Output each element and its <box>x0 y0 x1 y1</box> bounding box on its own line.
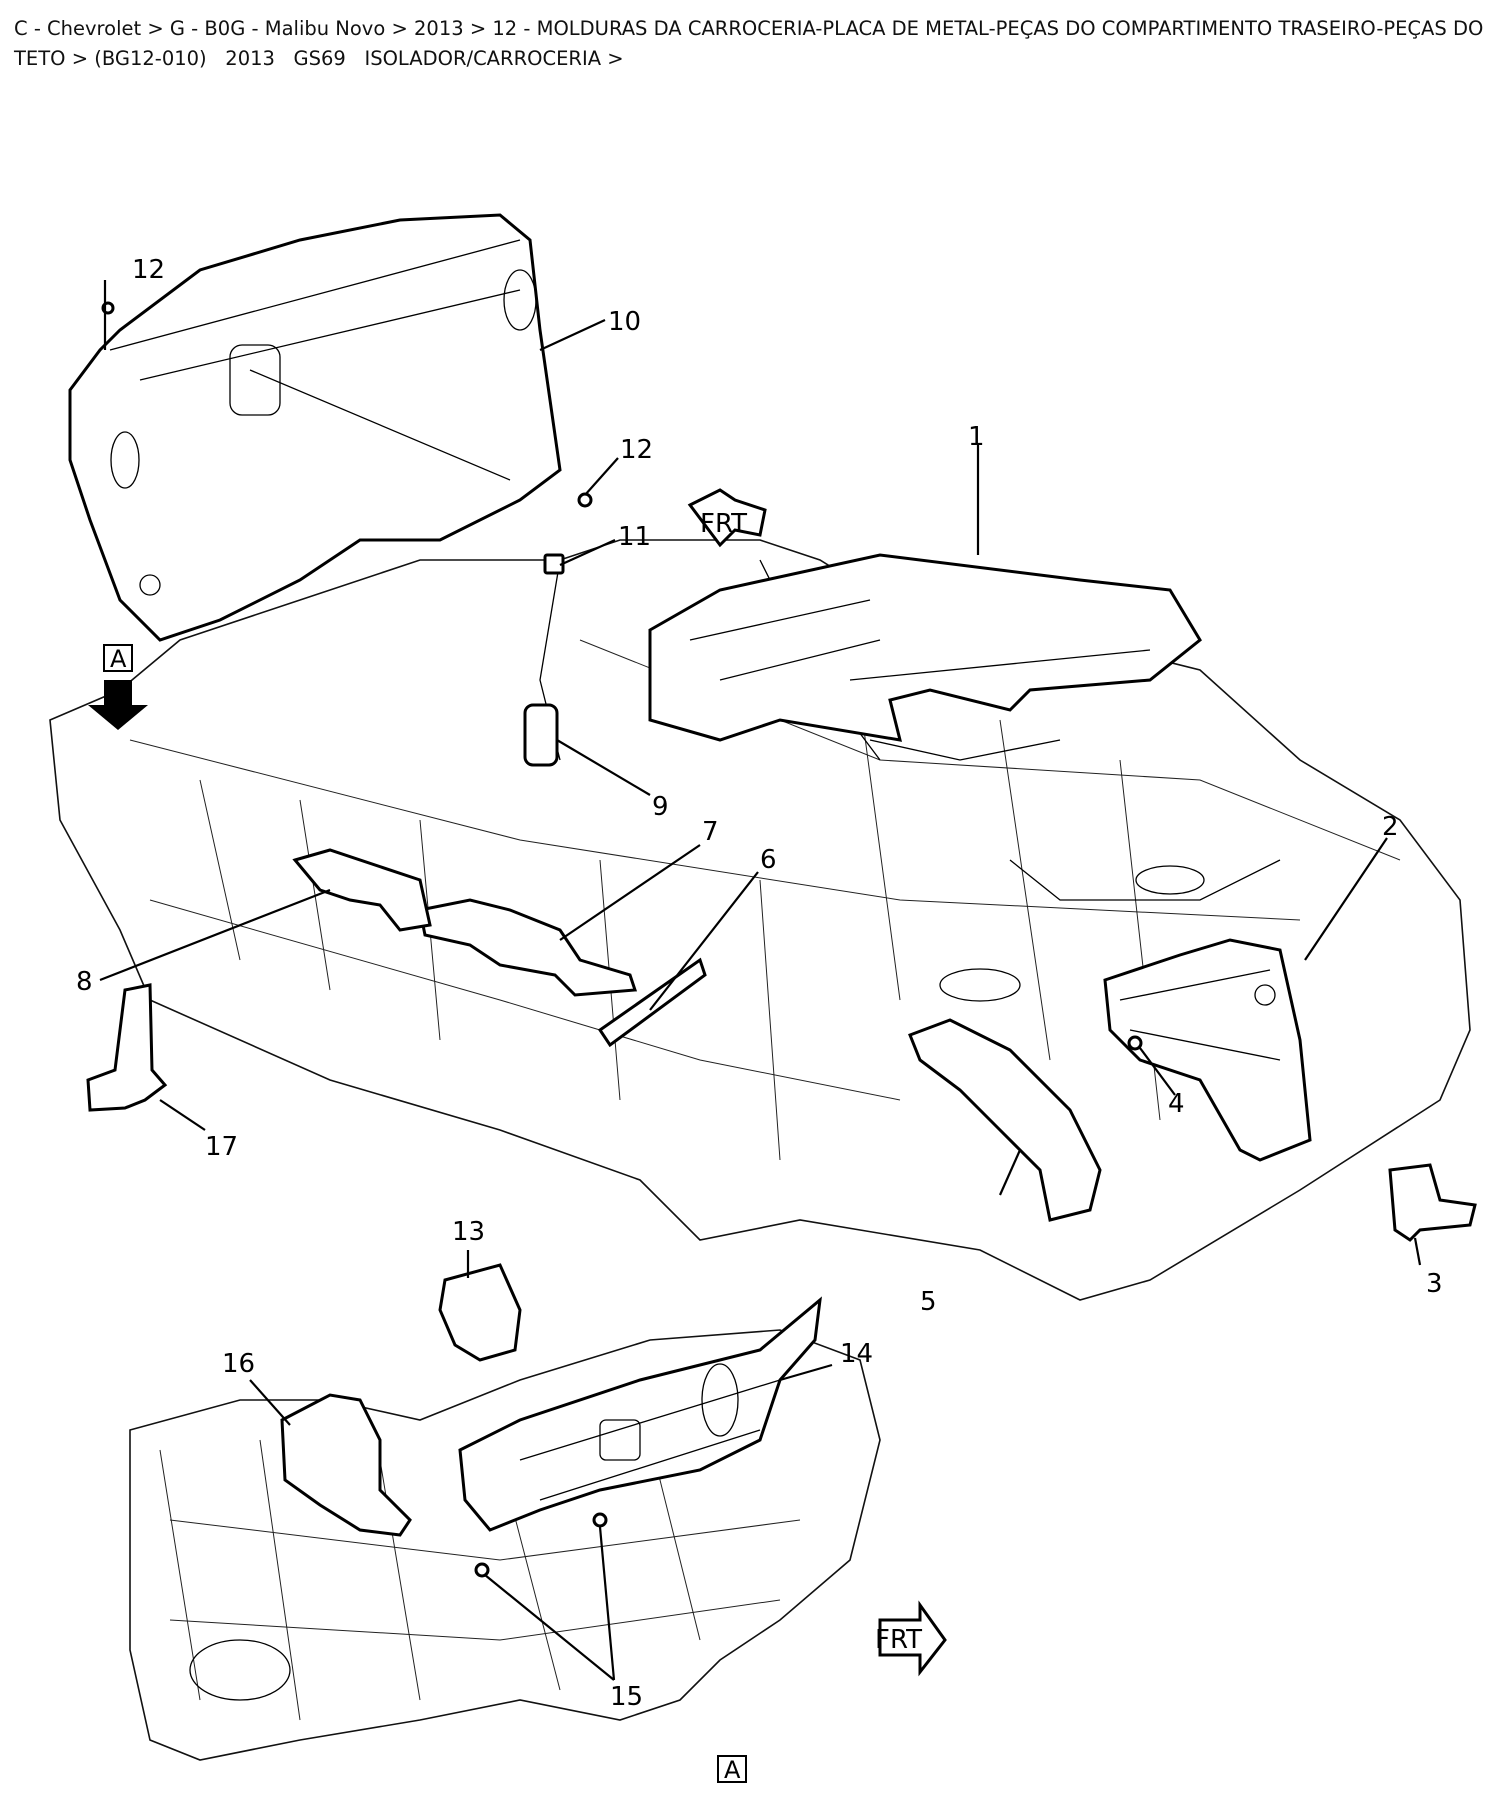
callout-9: 9 <box>652 792 669 822</box>
breadcrumb-path[interactable]: C - Chevrolet > G - B0G - Malibu Novo > … <box>14 17 1484 70</box>
svg-text:A: A <box>724 1756 741 1784</box>
callout-11: 11 <box>618 522 651 552</box>
view-marker-a-top: A <box>88 644 148 730</box>
svg-text:A: A <box>110 645 127 673</box>
breadcrumb: C - Chevrolet > G - B0G - Malibu Novo > … <box>14 14 1492 74</box>
callout-1: 1 <box>968 422 985 452</box>
callout-5: 5 <box>920 1287 937 1317</box>
frt-label-top: FRT <box>700 509 747 539</box>
part-17-rocker-insulator[interactable] <box>86 983 168 1112</box>
callout-3: 3 <box>1426 1269 1443 1299</box>
part-7-floor-insulator-center[interactable] <box>418 898 638 997</box>
callout-12-upper: 12 <box>132 255 165 285</box>
callout-10: 10 <box>608 307 641 337</box>
part-15-fastener-pair[interactable] <box>474 1512 608 1578</box>
callout-2: 2 <box>1382 812 1399 842</box>
part-6-floor-strip-insulator[interactable] <box>597 957 707 1048</box>
callout-15: 15 <box>610 1682 643 1712</box>
callout-4: 4 <box>1168 1089 1185 1119</box>
part-2-wheelhouse-insulator-right[interactable] <box>1103 938 1312 1162</box>
callout-17: 17 <box>205 1132 238 1162</box>
callout-6: 6 <box>760 845 777 875</box>
callout-13: 13 <box>452 1217 485 1247</box>
part-10-dash-insulator-upper[interactable] <box>68 213 562 642</box>
leader-lines <box>99 280 1422 1681</box>
part-3-bracket-insulator[interactable] <box>1388 1163 1477 1242</box>
part-16-insulator[interactable] <box>280 1393 412 1537</box>
part-13-insulator[interactable] <box>438 1263 522 1362</box>
part-12-fastener-lower[interactable] <box>577 492 593 508</box>
callout-16: 16 <box>222 1349 255 1379</box>
part-5-wheelhouse-insulator-left[interactable] <box>908 1018 1102 1222</box>
breadcrumb-year: 2013 <box>225 47 275 70</box>
part-4-fastener[interactable] <box>1127 1035 1143 1051</box>
callout-labels: 12 10 12 11 1 2 3 4 5 6 7 8 9 17 13 16 1… <box>76 255 1443 1712</box>
part-1-rear-shelf-insulator[interactable] <box>648 553 1202 742</box>
breadcrumb-code: GS69 <box>293 47 346 70</box>
part-14-dash-insulator-lower[interactable] <box>458 1296 822 1532</box>
frt-label-bottom: FRT <box>875 1625 922 1655</box>
callout-14: 14 <box>840 1339 873 1369</box>
front-direction-arrow-bottom: FRT <box>875 1600 947 1677</box>
view-marker-a-bottom: A <box>717 1755 747 1784</box>
part-9-access-hole-plug[interactable] <box>523 703 559 767</box>
front-direction-arrow-top: FRT <box>687 488 767 548</box>
callout-12-lower: 12 <box>620 435 653 465</box>
callout-8: 8 <box>76 967 93 997</box>
part-8-floor-insulator-front[interactable] <box>292 848 432 932</box>
breadcrumb-category[interactable]: ISOLADOR/CARROCERIA > <box>364 47 624 70</box>
callout-7: 7 <box>702 817 719 847</box>
